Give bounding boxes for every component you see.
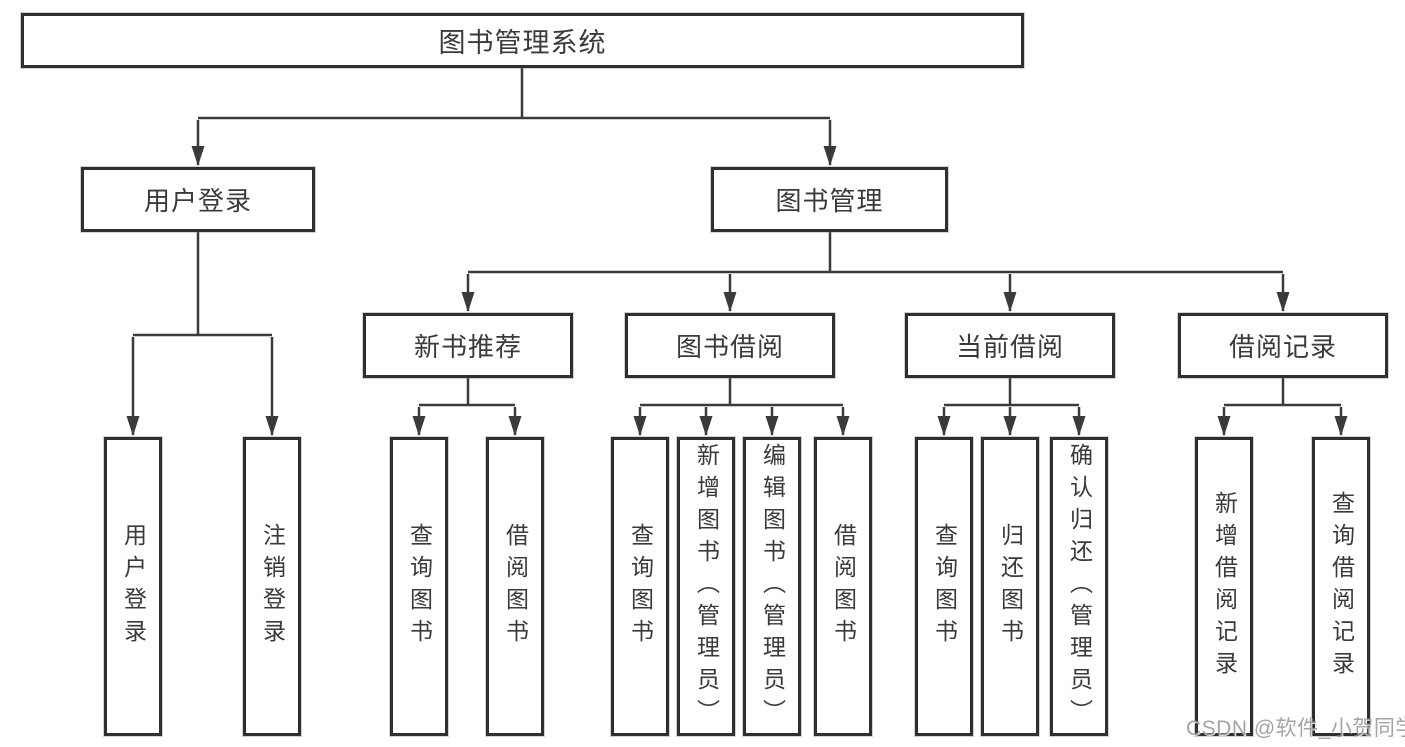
connector-user-login-trunk — [133, 232, 272, 337]
node-leaf-return-book: 归还图书 — [981, 437, 1039, 736]
node-leaf-confirm-return: 确认归还（管理员） — [1050, 437, 1108, 736]
connector-book-management-trunk — [468, 232, 1283, 274]
node-book-borrow: 图书借阅 — [625, 313, 835, 378]
connector-recommend-trunk — [419, 378, 515, 407]
node-leaf-query-book-1: 查询图书 — [390, 437, 448, 736]
csdn-watermark: CSDN @软件_小贺同学 — [1186, 717, 1405, 740]
node-root: 图书管理系统 — [21, 13, 1024, 68]
node-book-management: 图书管理 — [711, 167, 948, 232]
node-leaf-query-book-3: 查询图书 — [915, 437, 973, 736]
node-borrow-records: 借阅记录 — [1178, 313, 1388, 378]
node-current-borrow: 当前借阅 — [905, 313, 1115, 378]
node-leaf-add-book: 新增图书（管理员） — [677, 437, 735, 736]
node-leaf-query-borrow-record: 查询借阅记录 — [1312, 437, 1370, 736]
node-leaf-query-book-2: 查询图书 — [611, 437, 669, 736]
connector-current-trunk — [944, 378, 1079, 407]
node-leaf-borrow-book-1: 借阅图书 — [486, 437, 544, 736]
connector-borrow-trunk — [640, 378, 843, 407]
node-user-login: 用户登录 — [81, 167, 315, 232]
node-leaf-logout: 注销登录 — [243, 437, 301, 736]
connector-records-trunk — [1224, 378, 1341, 407]
node-leaf-edit-book: 编辑图书（管理员） — [743, 437, 801, 736]
node-leaf-user-login: 用户登录 — [104, 437, 162, 736]
node-leaf-add-borrow-record: 新增借阅记录 — [1195, 437, 1253, 736]
connector-root-trunk — [198, 68, 830, 120]
node-leaf-borrow-book-2: 借阅图书 — [814, 437, 872, 736]
node-new-book-recommend: 新书推荐 — [363, 313, 573, 378]
